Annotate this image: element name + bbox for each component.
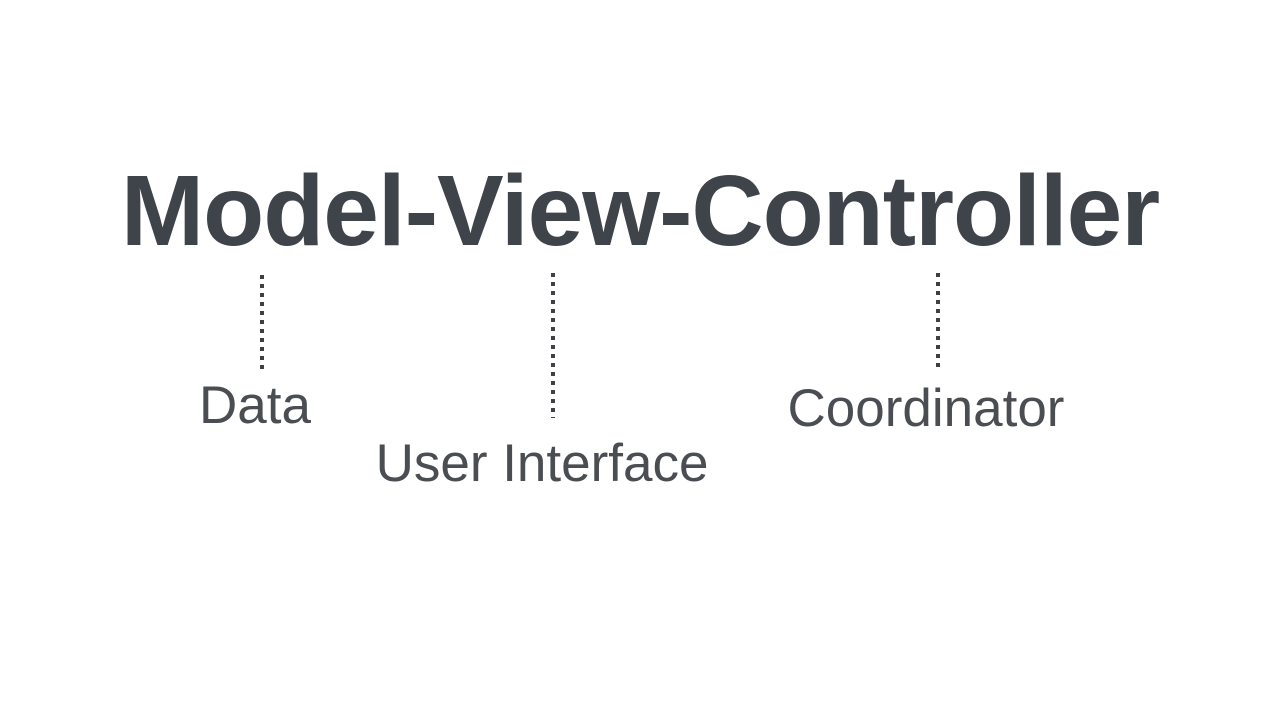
diagram-title: Model-View-Controller [120,155,1160,267]
dotted-connector-model [260,275,264,372]
dotted-connector-view [551,273,555,418]
label-view-user-interface: User Interface [375,434,709,493]
label-model-data: Data [199,376,311,435]
dotted-connector-controller [936,273,940,370]
label-controller-coordinator: Coordinator [787,379,1065,438]
